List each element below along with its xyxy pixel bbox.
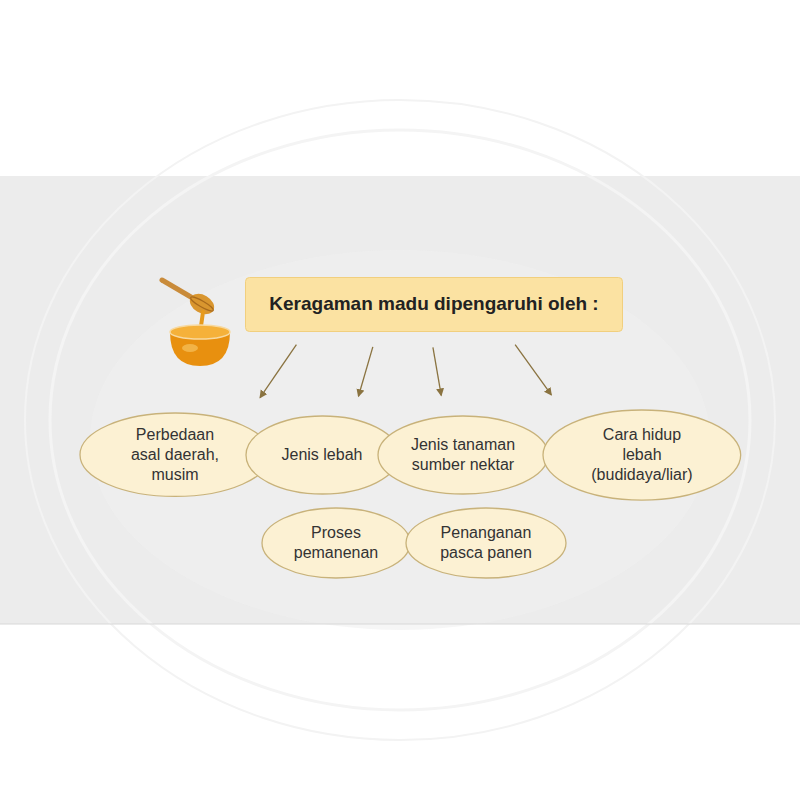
factor-ellipse: Jenis tanaman sumber nektar xyxy=(377,415,549,495)
title-text: Keragaman madu dipengaruhi oleh : xyxy=(269,292,598,316)
factor-text: Cara hidup lebah (budidaya/liar) xyxy=(585,425,699,485)
factor-ellipse: Jenis lebah xyxy=(245,415,400,495)
decor-arc xyxy=(50,130,750,710)
factor-ellipse: Proses pemanenan xyxy=(261,507,411,579)
factor-ellipse: Perbedaan asal daerah, musim xyxy=(79,412,271,497)
ellipse-outline xyxy=(377,415,549,495)
ellipse-outline xyxy=(261,507,411,579)
decor-arc xyxy=(25,100,775,740)
factor-text: Perbedaan asal daerah, musim xyxy=(127,425,222,485)
factor-text: Penanganan pasca panen xyxy=(436,523,536,563)
factor-text: Proses pemanenan xyxy=(291,523,381,563)
arrow-connector xyxy=(515,345,551,395)
arrow-connector xyxy=(260,345,296,398)
honey-icon xyxy=(162,280,230,366)
ellipse-outline xyxy=(405,507,567,579)
band-edge xyxy=(0,624,800,625)
factor-ellipse: Cara hidup lebah (budidaya/liar) xyxy=(542,409,742,501)
title-box: Keragaman madu dipengaruhi oleh : xyxy=(245,277,623,332)
arrow-connector xyxy=(433,347,441,395)
factor-ellipse: Penanganan pasca panen xyxy=(405,507,567,579)
factor-text: Jenis lebah xyxy=(272,445,372,465)
arrow-connector xyxy=(358,347,372,396)
decor-glow xyxy=(90,250,710,630)
factor-text: Jenis tanaman sumber nektar xyxy=(404,435,522,475)
